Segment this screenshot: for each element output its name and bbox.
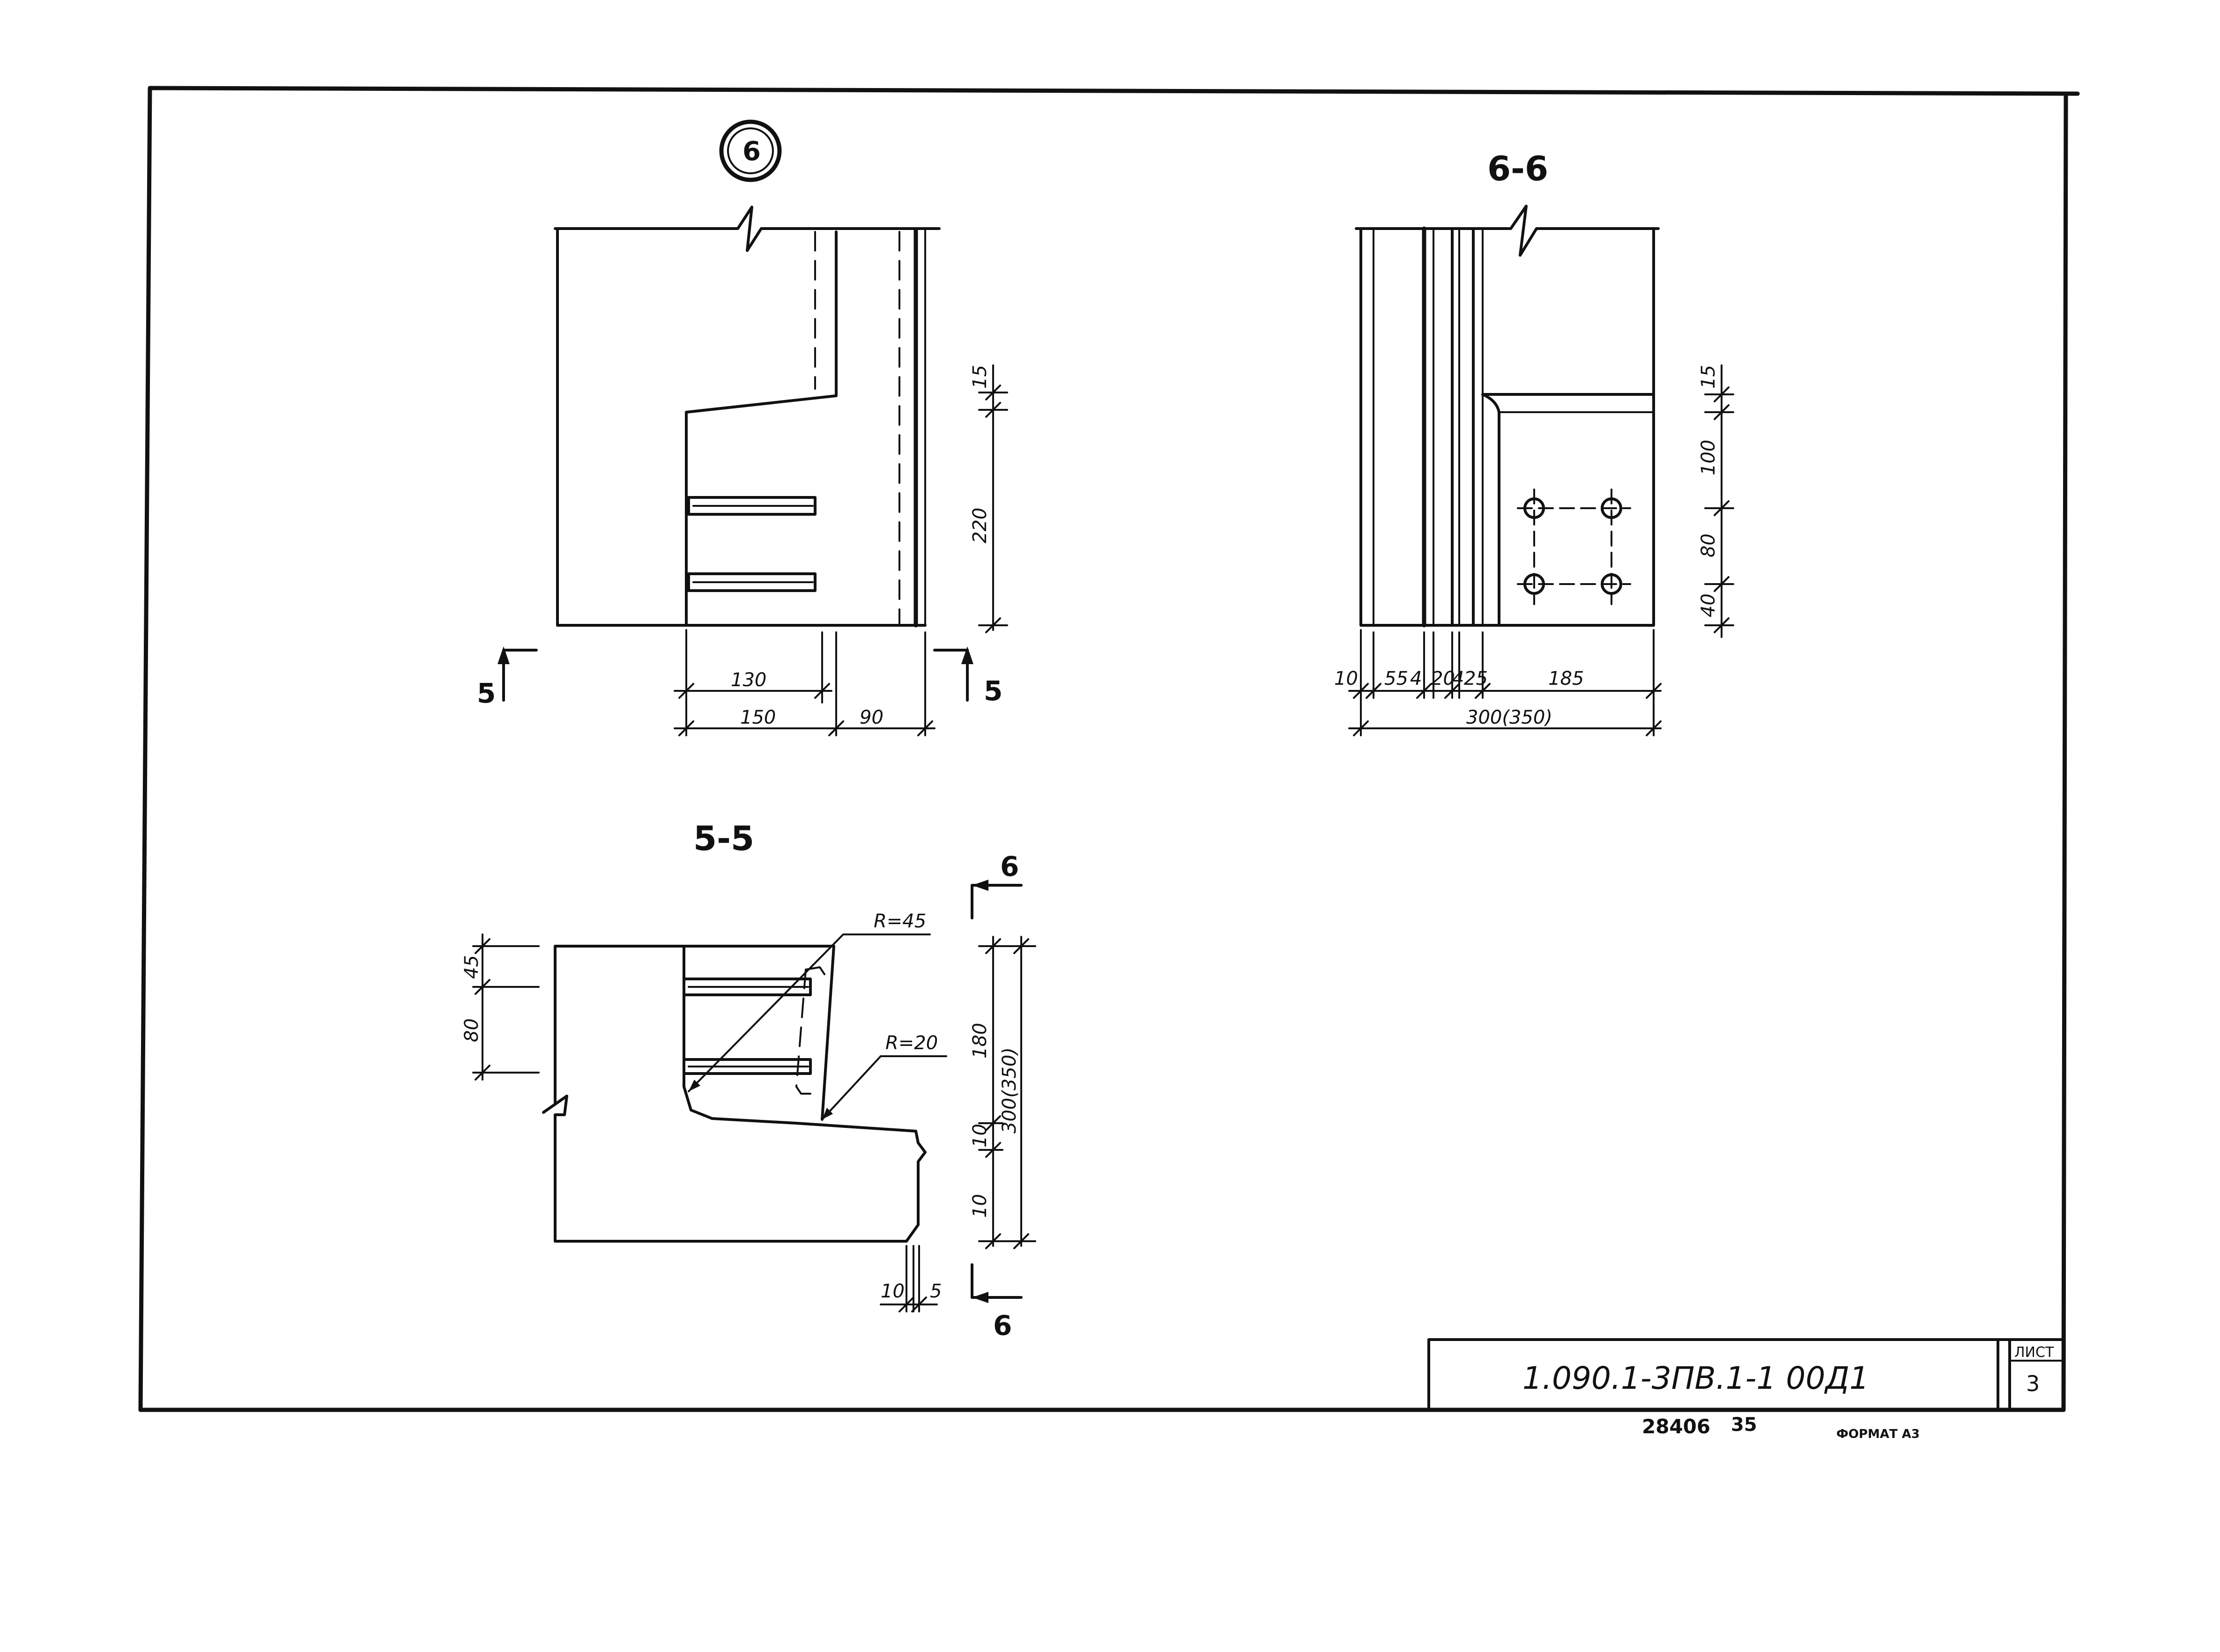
dim-55: 55 — [1384, 668, 1408, 689]
bolt-group — [1517, 489, 1631, 605]
dim-25: 25 — [1464, 668, 1488, 689]
dim-180: 180 — [969, 1023, 991, 1059]
dim-overall: 300(350) — [999, 1047, 1020, 1133]
dim-5: 5 — [930, 1281, 942, 1302]
dim-total: 300(350) — [1466, 707, 1552, 728]
sheet-number: 3 — [2026, 1371, 2040, 1396]
designation-text: 1.090.1-3ПВ.1-1 00Д1 — [1522, 1360, 1869, 1396]
inventory-number: 28406 — [1642, 1415, 1710, 1438]
dim-10: 10 — [1334, 668, 1358, 689]
title-block: 1.090.1-3ПВ.1-1 00Д1 ЛИСТ 3 — [1427, 1338, 2065, 1411]
view-node-6: 6 15 220 130 — [477, 119, 1008, 736]
footer-code: 35 — [1731, 1414, 1757, 1436]
dim-45: 45 — [461, 955, 483, 979]
dim-130: 130 — [731, 669, 766, 691]
dim-15: 15 — [1698, 365, 1719, 389]
dim-4a: 4 — [1410, 668, 1422, 689]
cut5-right-label: 5 — [984, 675, 1002, 707]
cut6-top-label: 6 — [1000, 851, 1019, 882]
dim-150: 150 — [740, 707, 776, 728]
dim-185: 185 — [1548, 668, 1584, 689]
dim-80: 80 — [461, 1018, 483, 1042]
dim-10b: 10 — [969, 1194, 991, 1218]
section-6-6-title: 6-6 — [1487, 149, 1548, 188]
dim-10: 10 — [881, 1281, 905, 1302]
radius-45-label: R=45 — [874, 911, 926, 932]
dim-100: 100 — [1698, 440, 1719, 475]
callout-label: 6 — [742, 136, 761, 167]
format-label: ФОРМАТ А3 — [1836, 1427, 1920, 1441]
section-5-5-title: 5-5 — [693, 819, 754, 858]
cut6-bottom-label: 6 — [993, 1310, 1012, 1341]
dim-80: 80 — [1698, 533, 1719, 557]
dim-15: 15 — [969, 365, 991, 389]
footer: 28406 35 ФОРМАТ А3 — [1642, 1414, 1920, 1441]
drawing-frame — [138, 86, 2080, 1412]
view-section-5-5: 5-5 R=45 R=20 45 80 — [461, 819, 1036, 1341]
cut5-left-label: 5 — [477, 677, 496, 709]
dim-4b: 4 — [1452, 668, 1464, 689]
dim-90: 90 — [860, 707, 884, 728]
sheet-label: ЛИСТ — [2014, 1344, 2054, 1361]
dim-220: 220 — [969, 508, 991, 543]
dim-10a: 10 — [969, 1124, 991, 1148]
dim-40: 40 — [1698, 593, 1719, 617]
view-section-6-6: 6-6 — [1334, 149, 1734, 736]
radius-20-label: R=20 — [885, 1032, 938, 1054]
dim-20: 20 — [1431, 668, 1455, 689]
